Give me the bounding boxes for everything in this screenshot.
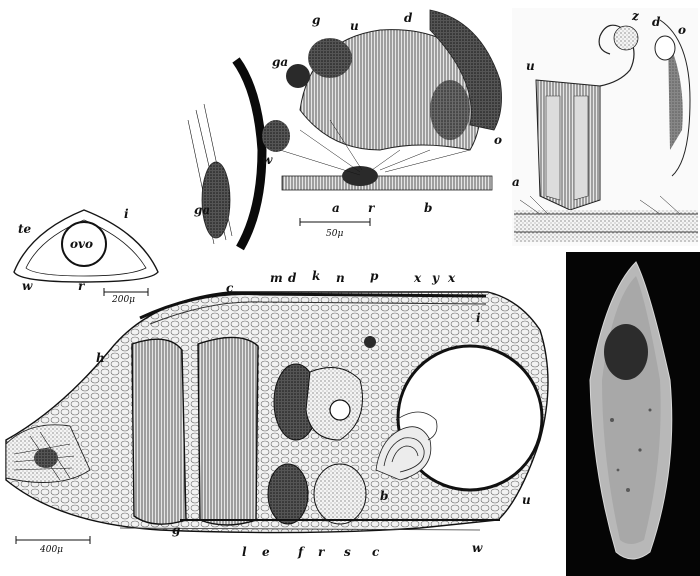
label-n: n xyxy=(336,271,345,285)
label-ga-bottom: ga xyxy=(194,203,210,217)
ovum-circle xyxy=(61,221,107,267)
label-m: m xyxy=(270,271,283,285)
scale-bar-400: 400μ xyxy=(39,545,63,555)
label-d: d xyxy=(404,11,413,25)
label-s: s xyxy=(344,545,351,559)
label-c-bottom: c xyxy=(372,545,380,559)
label-d: d xyxy=(288,271,297,285)
specimen-photo xyxy=(566,252,700,576)
label-i: i xyxy=(476,311,481,325)
label-w: w xyxy=(472,541,483,555)
label-c-top: c xyxy=(226,281,234,295)
label-u: u xyxy=(526,59,535,73)
label-r: r xyxy=(318,545,326,559)
label-h: h xyxy=(96,351,105,365)
label-p: p xyxy=(370,269,379,283)
label-a: a xyxy=(512,175,520,189)
label-d: d xyxy=(652,15,661,29)
scale-bar-50: 50μ xyxy=(326,229,343,239)
large-ovum-circle xyxy=(396,344,544,492)
label-o: o xyxy=(494,133,502,147)
cross-section-figure: ovo te i w r 200μ xyxy=(13,207,159,305)
label-o: o xyxy=(678,23,686,37)
photo-dark-nucleus xyxy=(604,324,648,380)
label-e: e xyxy=(262,545,270,559)
organ-detail-figure: z d o u a xyxy=(512,8,698,246)
label-z: z xyxy=(631,9,640,23)
label-g: g xyxy=(172,523,180,537)
label-w: w xyxy=(22,279,33,293)
label-ovo: ovo xyxy=(70,237,93,251)
label-l: l xyxy=(242,545,247,559)
label-y: y xyxy=(431,271,440,285)
label-w: w xyxy=(262,153,273,167)
label-u: u xyxy=(350,19,359,33)
label-b: b xyxy=(424,201,432,215)
label-r: r xyxy=(368,201,376,215)
label-u: u xyxy=(522,493,531,507)
label-ga-top: ga xyxy=(272,55,288,69)
label-x1: x xyxy=(413,271,422,285)
label-a: a xyxy=(332,201,340,215)
gland-detail-figure: g u d ga w o a r b ga 50μ xyxy=(187,9,502,251)
label-x2: x xyxy=(447,271,456,285)
label-k: k xyxy=(312,269,320,283)
label-r: r xyxy=(78,279,86,293)
scale-bar-200: 200μ xyxy=(111,295,135,305)
label-i: i xyxy=(124,207,129,221)
label-te: te xyxy=(18,222,32,236)
label-g: g xyxy=(312,13,320,27)
label-b: b xyxy=(380,489,388,503)
coiled-organ xyxy=(375,411,438,481)
label-f: f xyxy=(297,545,305,559)
longitudinal-section-figure: c m d k n p x y x i h b u g l e f r s c … xyxy=(5,269,549,559)
